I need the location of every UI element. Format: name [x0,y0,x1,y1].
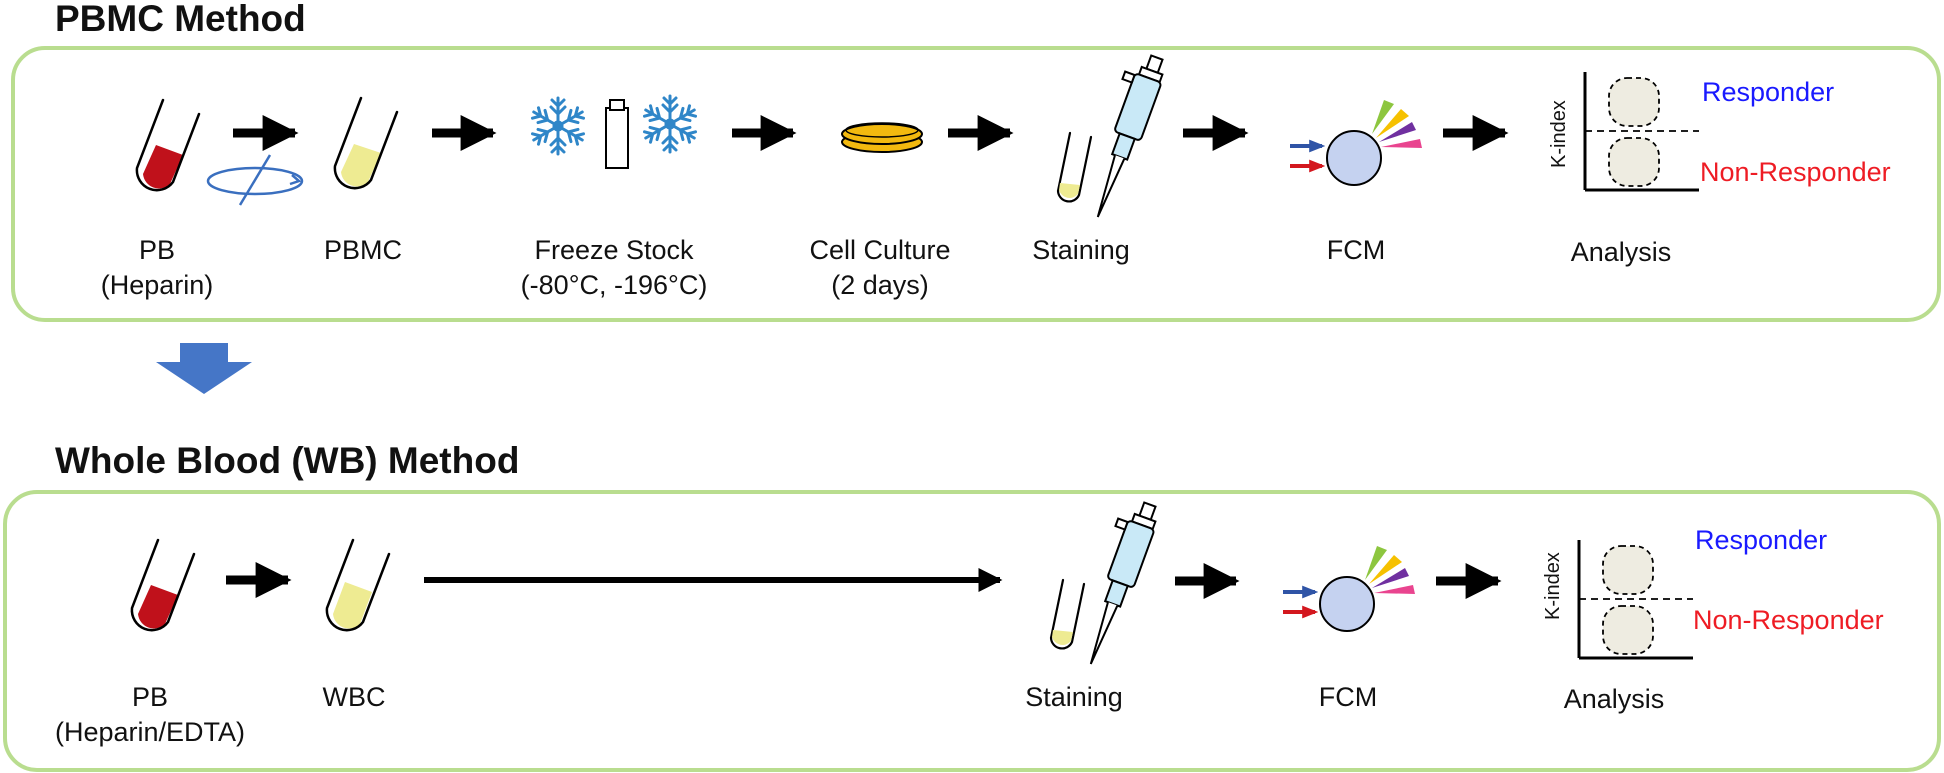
wbc-tube-icon [325,538,391,632]
step-label-analysis: Analysis [1570,237,1672,267]
staining-icon [1056,47,1171,223]
step-label-freeze-stock: Freeze Stock(-80°C, -196°C) [520,235,708,300]
step-label-pb: PB(Heparin) [100,235,214,300]
staining-icon [1049,494,1164,670]
fcm-icon [1290,100,1422,185]
step-label-staining: Staining [1025,682,1123,712]
step-label-pbmc: PBMC [323,235,403,265]
step-label-analysis: Analysis [1563,684,1665,714]
non-responder-label: Non-Responder [1693,605,1884,635]
culture-dish-icon [841,122,923,153]
pbmc-method-title: PBMC Method [55,0,306,39]
non-responder-label: Non-Responder [1700,157,1891,187]
down-arrow-icon [156,343,252,394]
pb-tube-icon [135,98,201,192]
pbmc-tube-icon [333,96,399,190]
step-label-wbc: WBC [322,682,386,712]
k-index-axis-label: K-index [1548,100,1570,168]
step-label-fcm: FCM [1318,682,1378,712]
pbmc-method-panel [11,46,1941,322]
centrifuge-icon [206,154,304,206]
analysis-plot-icon [1577,538,1695,660]
wb-method-title: Whole Blood (WB) Method [55,440,520,481]
cryovial-icon [605,99,629,169]
fcm-icon [1283,546,1415,631]
step-label-cell-culture: Cell Culture(2 days) [809,235,951,300]
step-label-fcm: FCM [1326,235,1386,265]
step-label-pb: PB(Heparin/EDTA) [54,682,246,747]
snowflake-icon [642,96,697,152]
responder-label: Responder [1702,77,1834,107]
step-label-staining: Staining [1032,235,1130,265]
k-index-axis-label: K-index [1542,552,1564,620]
analysis-plot-icon [1583,70,1701,192]
snowflake-icon [530,98,585,154]
pb-tube-icon [130,538,196,632]
wb-method-panel [3,490,1941,772]
responder-label: Responder [1695,525,1827,555]
